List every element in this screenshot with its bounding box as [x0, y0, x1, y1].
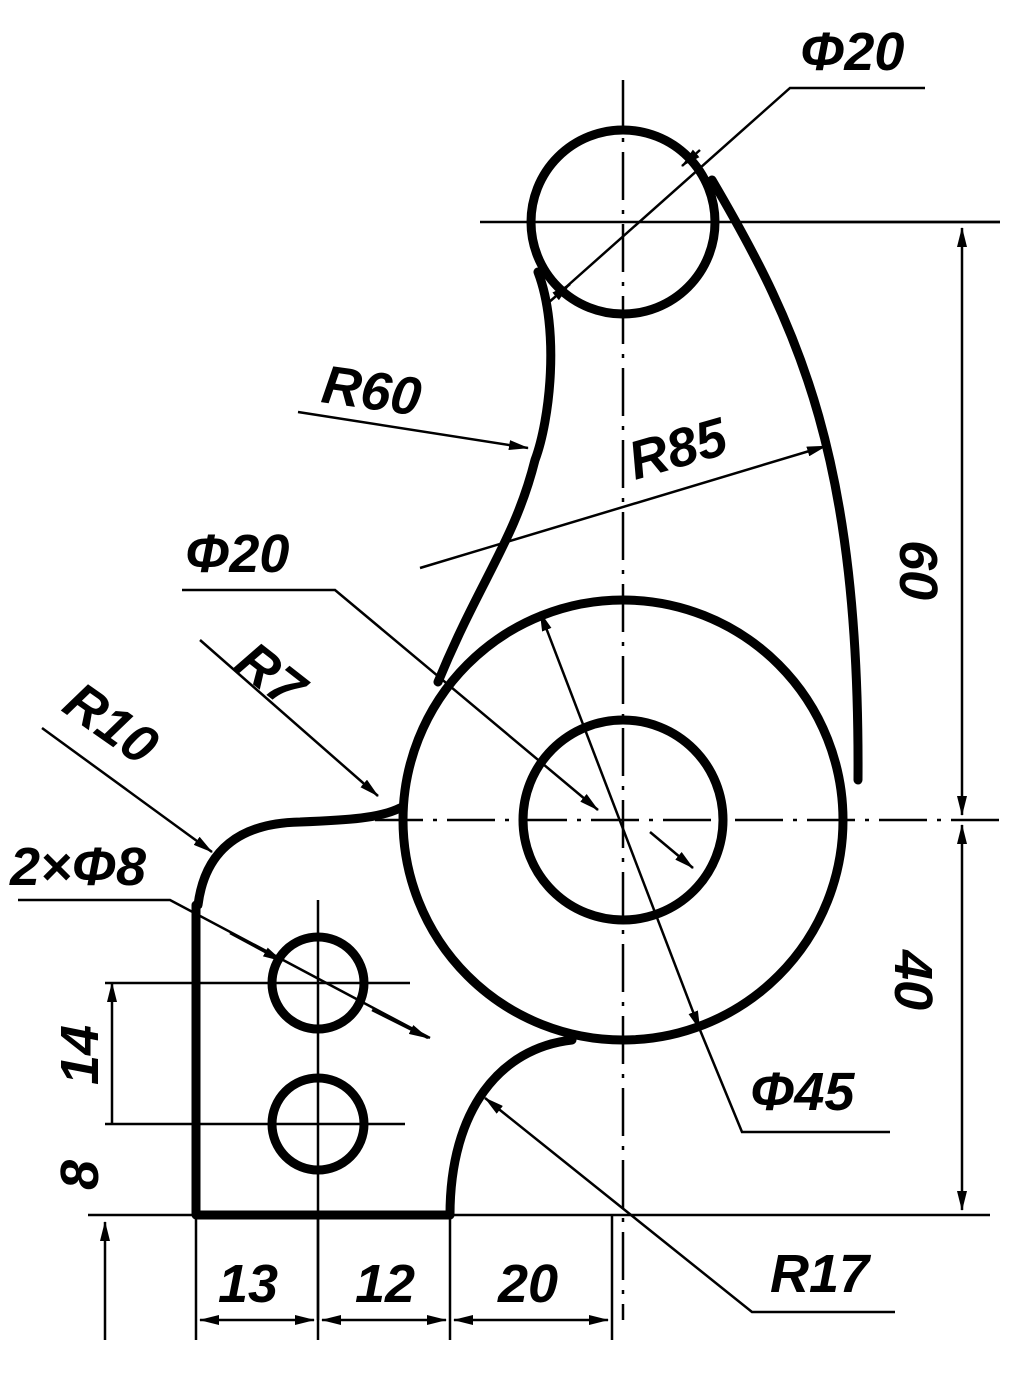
label-r60: R60	[318, 354, 424, 427]
r85-arc	[707, 175, 863, 785]
leader-d20-top	[564, 86, 925, 289]
leader-r10	[41, 726, 213, 854]
label-r17: R17	[770, 1244, 872, 1304]
leader-d20-mid	[182, 588, 599, 811]
leader-d20-top-arrow-upper	[681, 149, 701, 167]
label-8: 8	[50, 1160, 110, 1190]
r7-r10-fillet	[193, 803, 405, 910]
leader-d20-mid-arrow-lower	[649, 831, 694, 869]
label-r7: R7	[225, 630, 319, 722]
dimension-lines	[100, 227, 967, 1340]
label-40: 40	[883, 949, 943, 1010]
r60-arc	[433, 267, 556, 687]
hole2-circle	[267, 1073, 369, 1175]
center-lines	[105, 80, 1000, 1320]
dimension-labels: Φ20 R60 R85 Φ20 R7 R10 2×Φ8 60 40 14 8 Φ…	[9, 22, 948, 1314]
top-circle-d20	[526, 125, 720, 319]
leader-d45	[698, 1029, 890, 1134]
label-r10: R10	[53, 671, 169, 777]
leader-r85	[419, 444, 827, 570]
extension-lines	[88, 220, 1000, 1340]
leader-r60	[297, 410, 529, 451]
leader-d45-diameter	[538, 611, 702, 1031]
leader-holes	[18, 898, 431, 1040]
label-d20-mid: Φ20	[185, 524, 289, 584]
hub-circle-d45	[398, 595, 848, 1045]
label-13: 13	[218, 1254, 278, 1314]
label-d20-top: Φ20	[800, 22, 904, 82]
leader-lines	[18, 86, 925, 1314]
leader-holes-arrow-lower	[371, 1008, 429, 1040]
leader-d20-top-arrow-lower	[547, 283, 571, 304]
label-d45: Φ45	[750, 1062, 855, 1122]
label-holes: 2×Φ8	[9, 837, 146, 897]
leader-r17	[484, 1097, 895, 1314]
hole1-circle	[267, 932, 369, 1034]
leader-holes-arrow-upper	[229, 931, 283, 963]
label-14: 14	[50, 1025, 110, 1085]
label-20: 20	[497, 1254, 558, 1314]
label-60: 60	[888, 540, 948, 600]
r17-arc	[445, 1035, 577, 1220]
label-12: 12	[355, 1254, 415, 1314]
leader-r7	[199, 639, 379, 797]
